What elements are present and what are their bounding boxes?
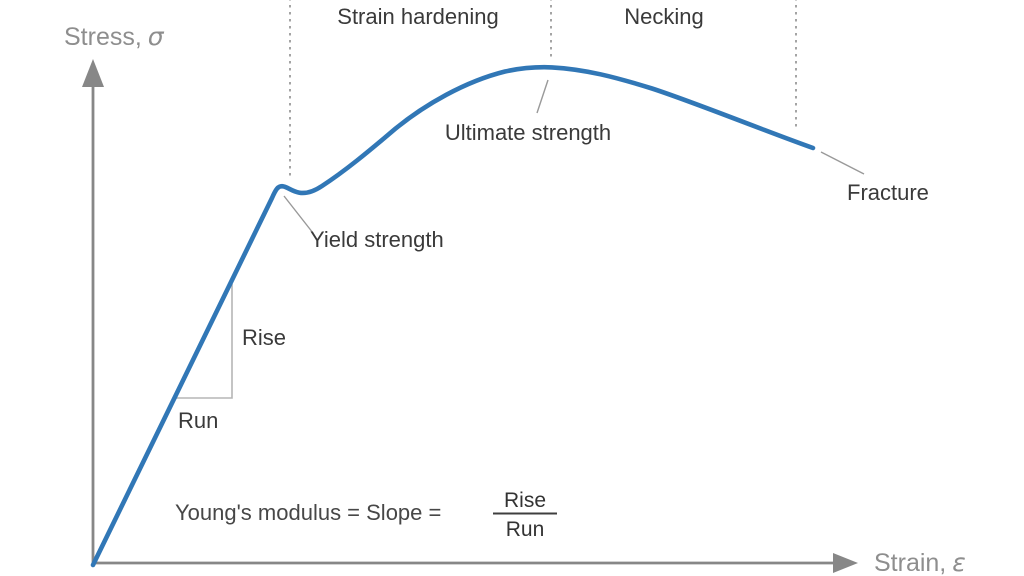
region-label-necking: Necking — [624, 4, 703, 29]
fracture-label: Fracture — [847, 180, 929, 205]
stress-strain-curve — [90, 64, 816, 568]
ultimate-strength-label: Ultimate strength — [445, 120, 611, 145]
y-axis-label: Stress,σ — [64, 22, 165, 51]
fraction-numerator: Rise — [504, 489, 546, 512]
run-label: Run — [178, 408, 218, 433]
y-axis-arrow-icon — [82, 59, 104, 87]
x-axis-label: Strain,ε — [874, 548, 966, 576]
rise-run-triangle — [176, 284, 233, 399]
fracture-leader-line — [820, 151, 865, 175]
ultimate-leader-line — [536, 79, 549, 114]
equation-fraction: Rise Run — [493, 489, 557, 541]
rise-label: Rise — [242, 325, 286, 350]
x-axis-arrow-icon — [833, 553, 858, 573]
yield-leader-line — [283, 195, 314, 234]
region-label-strain-hardening: Strain hardening — [337, 4, 498, 29]
youngs-modulus-equation: Young's modulus = Slope = — [175, 500, 441, 525]
yield-strength-label: Yield strength — [310, 227, 444, 252]
fraction-denominator: Run — [506, 518, 545, 541]
